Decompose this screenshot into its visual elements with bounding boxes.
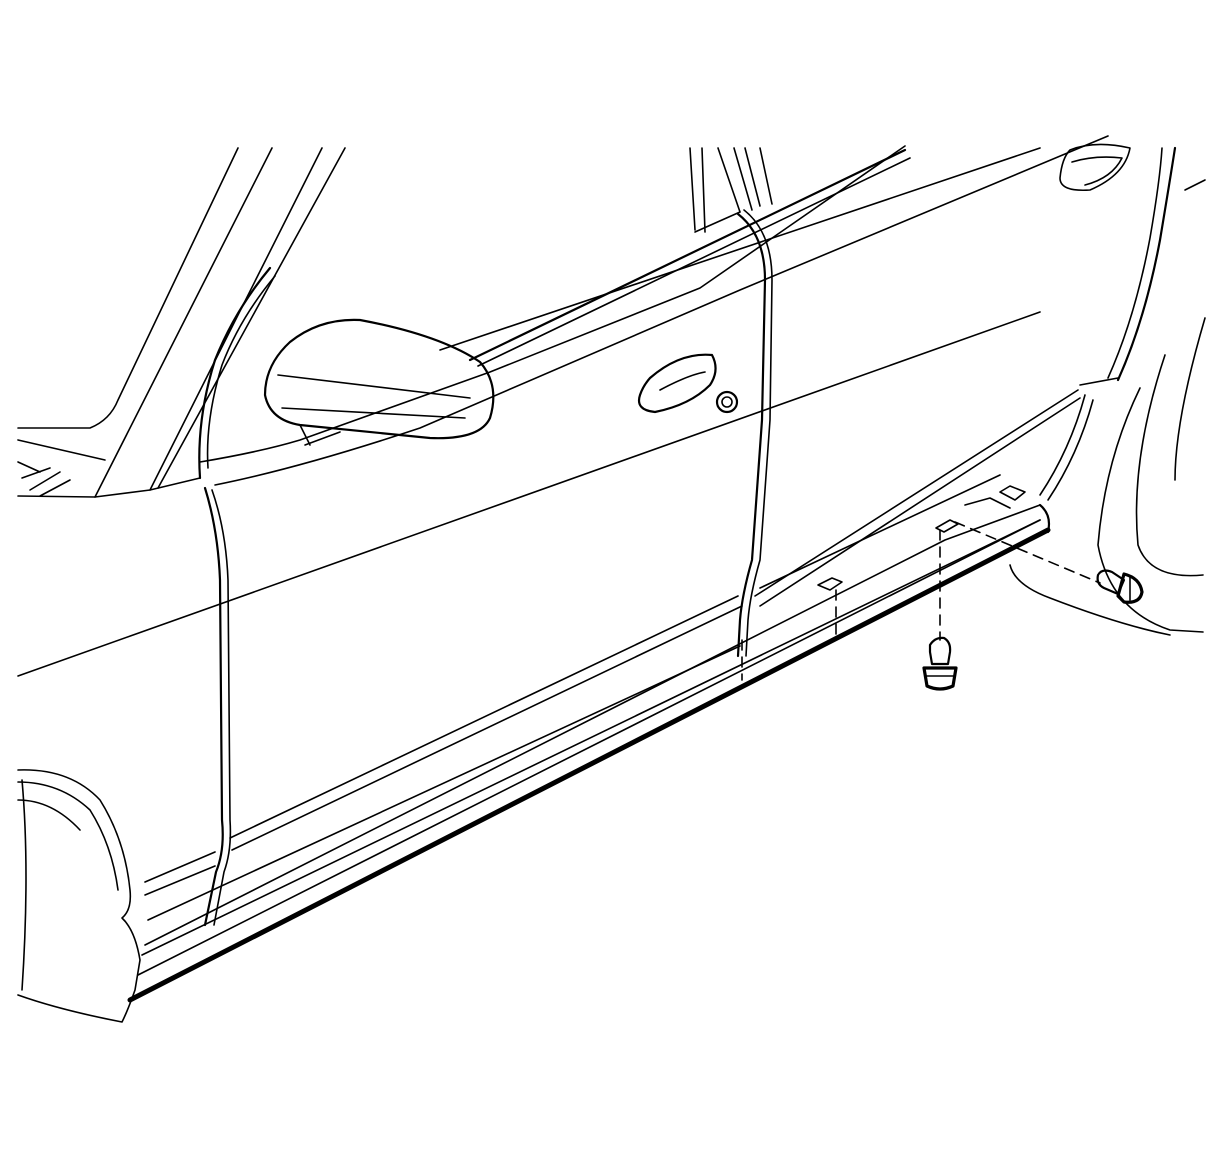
door-handle	[637, 353, 739, 414]
retainer-pin-bottom	[741, 529, 958, 691]
rear-door-panel	[754, 143, 1206, 636]
front-fender	[17, 769, 141, 1023]
retainer-pin-rear	[954, 521, 1144, 604]
lock-cylinder-icon	[715, 390, 739, 414]
rocker-molding	[127, 474, 1051, 1003]
front-door-panel	[17, 209, 1041, 927]
outside-mirror	[263, 318, 495, 446]
vehicle-body-outline	[17, 135, 1109, 498]
